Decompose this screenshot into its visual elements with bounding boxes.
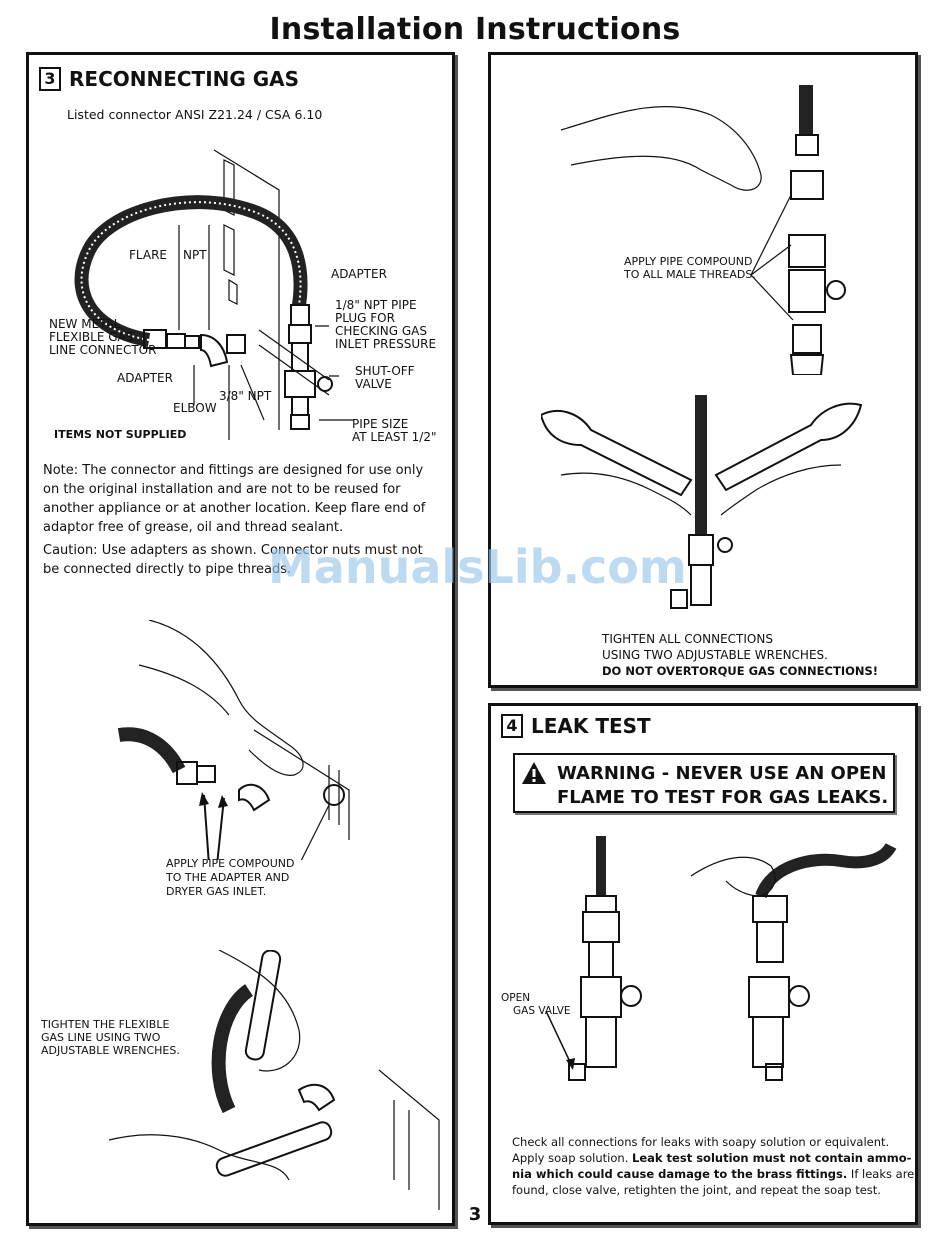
apply-male-2: TO ALL MALE THREADS. xyxy=(624,268,756,281)
label-new-metal-1: NEW METAL xyxy=(49,317,121,331)
label-npt: NPT xyxy=(183,248,207,262)
label-plug-2: PLUG FOR xyxy=(335,311,395,325)
caution-line-2: be connected directly to pipe threads. xyxy=(43,562,292,577)
note-line-3: another appliance or at another location… xyxy=(43,501,426,516)
note-line-2: on the original installation and are not… xyxy=(43,482,401,497)
label-plug-3: CHECKING GAS xyxy=(335,324,427,338)
warning-box: WARNING - NEVER USE AN OPEN FLAME TO TES… xyxy=(513,753,895,813)
label-elbow: ELBOW xyxy=(173,401,217,415)
leak-para-line-1: Check all connections for leaks with soa… xyxy=(512,1135,890,1149)
section-heading-text: LEAK TEST xyxy=(531,714,651,738)
reconnecting-gas-heading: 3 RECONNECTING GAS xyxy=(39,67,299,91)
leak-test-panel: 4 LEAK TEST WARNING - NEVER USE AN OPEN … xyxy=(488,703,918,1225)
label-pipe-size-1: PIPE SIZE xyxy=(352,417,409,431)
open-valve-2: GAS VALVE xyxy=(513,1005,571,1017)
leak-para-line-3b: If leaks are xyxy=(847,1167,915,1181)
note-line-1: Note: The connector and fittings are des… xyxy=(43,463,424,478)
note-line-4: adaptor free of grease, oil and thread s… xyxy=(43,520,344,535)
reconnecting-gas-panel: 3 RECONNECTING GAS Listed connector ANSI… xyxy=(26,52,455,1226)
gas-connector-illustration xyxy=(74,149,354,440)
step-number-box: 4 xyxy=(501,714,523,738)
apply-compound-3: DRYER GAS INLET. xyxy=(166,885,267,898)
apply-compound-1: APPLY PIPE COMPOUND xyxy=(166,857,295,870)
step-number-box: 3 xyxy=(39,67,61,91)
label-new-metal-3: LINE CONNECTOR xyxy=(49,343,157,357)
tighten-all-illustration xyxy=(541,395,863,609)
apply-male-1: APPLY PIPE COMPOUND xyxy=(624,255,753,268)
page-number: 3 xyxy=(468,1204,482,1225)
label-pipe-size-2: AT LEAST 1/2" xyxy=(352,430,437,444)
label-flare: FLARE xyxy=(129,248,167,262)
section-heading-text: RECONNECTING GAS xyxy=(69,67,300,91)
label-shutoff-1: SHUT-OFF xyxy=(355,364,415,378)
leak-para-line-4: found, close valve, retighten the joint,… xyxy=(512,1183,881,1197)
caution-line-1: Caution: Use adapters as shown. Connecto… xyxy=(43,543,423,558)
leak-test-heading: 4 LEAK TEST xyxy=(501,714,651,738)
label-plug-4: INLET PRESSURE xyxy=(335,337,437,351)
leak-para-line-2a: Apply soap solution. xyxy=(512,1151,633,1165)
warning-icon xyxy=(522,762,546,784)
label-npt-38: 3/8" NPT xyxy=(219,389,272,403)
pipe-compound-panel: APPLY PIPE COMPOUND TO ALL MALE THREADS.… xyxy=(488,52,918,688)
apply-male-threads-illustration xyxy=(560,85,846,375)
tighten-flex-line-illustration xyxy=(109,950,440,1210)
tighten-flex-3: ADJUSTABLE WRENCHES. xyxy=(41,1044,180,1057)
label-new-metal-2: FLEXIBLE GAS xyxy=(49,330,134,344)
warning-line-2: FLAME TO TEST FOR GAS LEAKS. xyxy=(557,787,889,808)
overtorque-warning: DO NOT OVERTORQUE GAS CONNECTIONS! xyxy=(602,664,879,678)
open-valve-1: OPEN xyxy=(501,992,531,1004)
label-shutoff-2: VALVE xyxy=(355,377,392,391)
label-plug-1: 1/8" NPT PIPE xyxy=(335,298,417,312)
connector-spec: Listed connector ANSI Z21.24 / CSA 6.10 xyxy=(67,107,323,122)
warning-line-1: WARNING - NEVER USE AN OPEN xyxy=(557,763,887,784)
apply-compound-illustration xyxy=(117,620,350,860)
leak-para-line-2b: Leak test solution must not contain ammo… xyxy=(632,1151,912,1165)
leak-para-line-3: nia which could cause damage to the bras… xyxy=(512,1166,914,1183)
label-items-not-supplied: ITEMS NOT SUPPLIED xyxy=(54,428,187,441)
leak-para-line-3a: nia which could cause damage to the bras… xyxy=(512,1167,848,1181)
tighten-all-1: TIGHTEN ALL CONNECTIONS xyxy=(602,632,773,646)
watermark: ManualsLib.com xyxy=(268,540,687,594)
leak-para-line-2: Apply soap solution. Leak test solution … xyxy=(512,1150,911,1167)
label-adapter-top: ADAPTER xyxy=(331,267,387,281)
leak-test-illustration xyxy=(545,836,897,1081)
label-adapter-left: ADAPTER xyxy=(117,371,173,385)
tighten-all-2: USING TWO ADJUSTABLE WRENCHES. xyxy=(602,648,828,662)
tighten-flex-2: GAS LINE USING TWO xyxy=(41,1031,161,1044)
page-title: Installation Instructions xyxy=(269,12,681,47)
apply-compound-2: TO THE ADAPTER AND xyxy=(166,871,290,884)
tighten-flex-1: TIGHTEN THE FLEXIBLE xyxy=(41,1018,170,1031)
